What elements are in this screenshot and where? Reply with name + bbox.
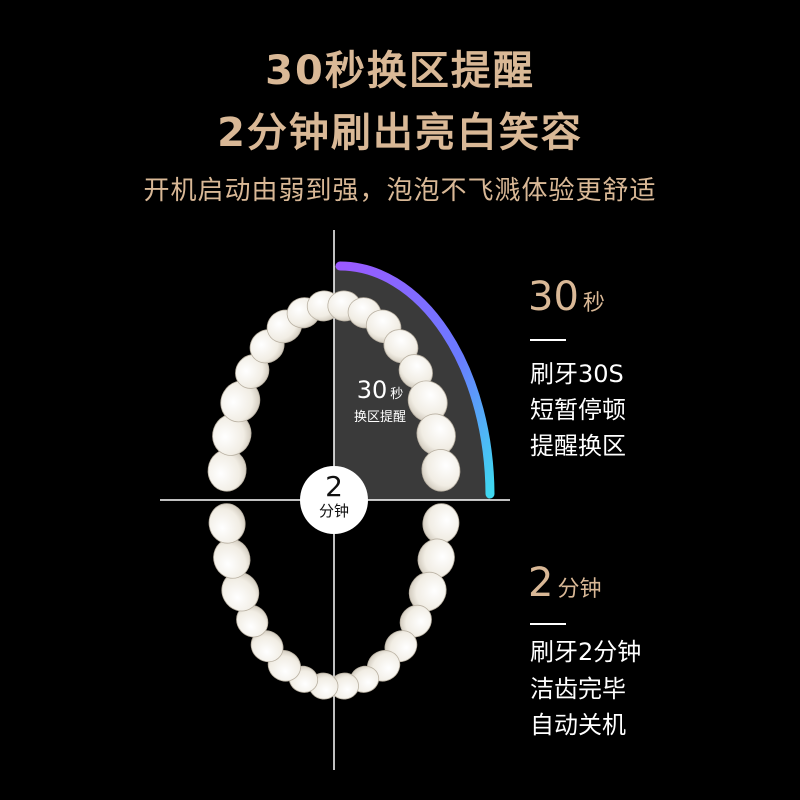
page-title-line1: 30秒换区提醒 bbox=[265, 48, 535, 94]
top-line-1: 刷牙30S bbox=[530, 360, 624, 388]
top-value-unit: 秒 bbox=[582, 291, 605, 316]
bottom-value-unit: 分钟 bbox=[557, 577, 602, 602]
center-timer-badge: 2 分钟 bbox=[300, 466, 368, 534]
bottom-divider bbox=[530, 623, 566, 625]
page-subtitle: 开机启动由弱到强，泡泡不飞溅体验更舒适 bbox=[143, 176, 657, 206]
top-line-3: 提醒换区 bbox=[530, 432, 626, 460]
top-value-number: 30 bbox=[528, 274, 579, 320]
center-number: 2 bbox=[325, 470, 343, 503]
bottom-line-2: 洁齿完毕 bbox=[530, 675, 626, 703]
bottom-line-3: 自动关机 bbox=[530, 711, 626, 739]
quadrant-number: 30 bbox=[356, 376, 388, 404]
tooth-15 bbox=[421, 449, 461, 492]
top-line-2: 短暂停顿 bbox=[530, 396, 626, 424]
quadrant-text: 换区提醒 bbox=[353, 410, 406, 425]
top-divider bbox=[530, 339, 566, 341]
page-title-line2: 2分钟刷出亮白笑容 bbox=[217, 110, 583, 156]
tooth-16 bbox=[422, 503, 460, 544]
tooth-31 bbox=[208, 503, 246, 544]
quadrant-unit: 秒 bbox=[390, 387, 404, 402]
center-unit: 分钟 bbox=[318, 502, 349, 520]
bottom-value-number: 2 bbox=[528, 560, 554, 606]
teeth-group bbox=[207, 290, 461, 700]
progress-arc bbox=[335, 261, 495, 499]
bottom-line-1: 刷牙2分钟 bbox=[530, 638, 642, 666]
